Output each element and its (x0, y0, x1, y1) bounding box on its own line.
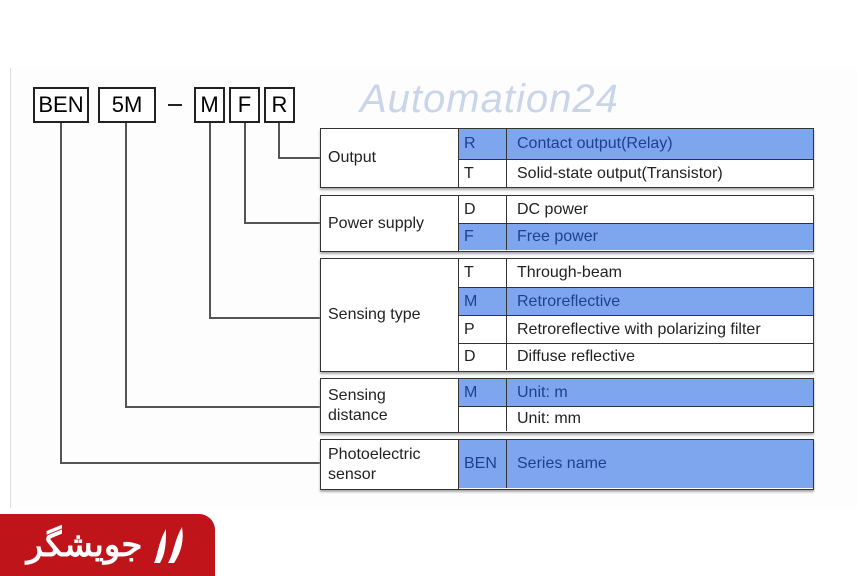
option-desc: Retroreflective with polarizing filter (517, 320, 761, 338)
option-code: T (459, 160, 507, 187)
watermark: Automation24 (360, 77, 619, 121)
group-sensing-distance: Sensing distance M Unit: m Unit: mm (320, 378, 814, 433)
group-output: Output R Contact output(Relay) T Solid-sta… (320, 128, 814, 188)
connector (244, 123, 246, 224)
group-sensing-type: Sensing type T Through-beam M Retroreflect… (320, 258, 814, 372)
option-code: M (459, 379, 507, 406)
option-code: T (459, 259, 507, 287)
option-row: M Unit: m (459, 379, 813, 406)
option-row: Unit: mm (459, 406, 813, 431)
code-part-type: M (194, 87, 225, 123)
logo-mark-icon (154, 527, 184, 563)
option-desc: Unit: m (517, 383, 568, 401)
option-row: T Solid-state output(Transistor) (459, 159, 813, 187)
option-row: P Retroreflective with polarizing filter (459, 315, 813, 343)
option-row: T Through-beam (459, 259, 813, 287)
group-label: Photoelectric sensor (321, 440, 459, 489)
group-label: Output (321, 129, 459, 187)
option-code: R (459, 129, 507, 159)
code-part-series: BEN (33, 87, 89, 123)
code-dash (168, 104, 182, 106)
connector (60, 462, 320, 464)
option-code: F (459, 224, 507, 250)
option-desc: Through-beam (517, 264, 622, 281)
option-code: P (459, 316, 507, 343)
option-code (459, 407, 507, 431)
group-label: Sensing type (321, 259, 459, 371)
option-code: BEN (459, 440, 507, 488)
connector (244, 222, 320, 224)
connector (278, 123, 280, 159)
group-label: Power supply (321, 196, 459, 251)
option-desc: Solid-state output(Transistor) (517, 164, 723, 182)
option-row: F Free power (459, 223, 813, 250)
connector (60, 123, 62, 464)
option-desc: Unit: mm (517, 410, 581, 427)
logo-text: جویشگر (26, 526, 143, 564)
code-part-output: R (264, 87, 295, 123)
option-row: D DC power (459, 196, 813, 223)
group-power-supply: Power supply D DC power F Free power (320, 195, 814, 252)
code-part-distance: 5M (98, 87, 156, 123)
option-desc: Diffuse reflective (517, 348, 635, 365)
connector (209, 123, 211, 319)
option-desc: DC power (517, 200, 589, 218)
option-code: D (459, 344, 507, 370)
connector (278, 157, 320, 159)
connector (125, 406, 320, 408)
option-row: M Retroreflective (459, 287, 813, 315)
code-part-power: F (229, 87, 260, 123)
group-photoelectric-sensor: Photoelectric sensor BEN Series name (320, 439, 814, 490)
option-desc: Free power (517, 228, 598, 245)
option-code: D (459, 196, 507, 223)
option-desc: Retroreflective (517, 292, 621, 310)
connector (125, 123, 127, 408)
option-row: D Diffuse reflective (459, 343, 813, 370)
option-desc: Contact output(Relay) (517, 135, 673, 152)
option-code: M (459, 288, 507, 315)
group-label: Sensing distance (321, 379, 459, 432)
brand-logo: جویشگر (0, 514, 215, 576)
option-desc: Series name (517, 455, 607, 472)
option-row: BEN Series name (459, 440, 813, 488)
connector (209, 317, 320, 319)
option-row: R Contact output(Relay) (459, 129, 813, 159)
